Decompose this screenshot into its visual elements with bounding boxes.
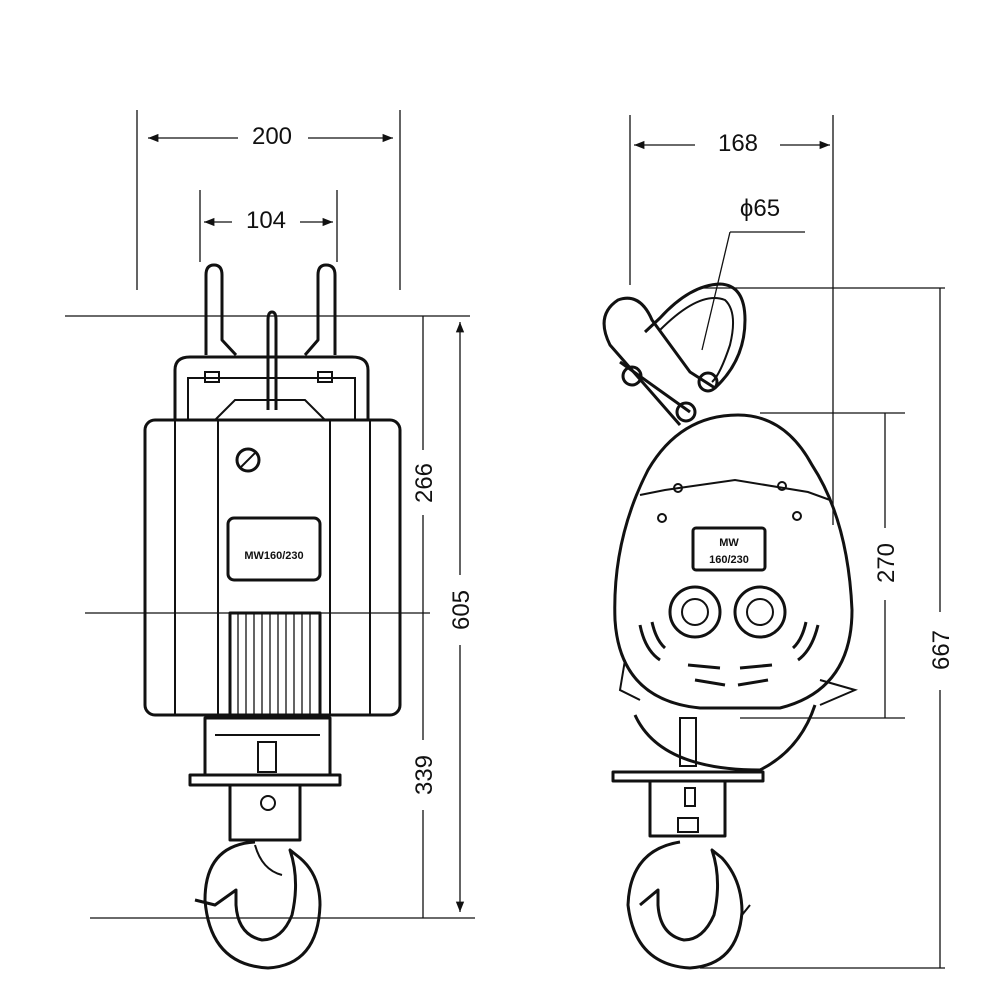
dimension-605: 605 (448, 322, 475, 912)
nameplate-side-line1: MW (719, 537, 739, 549)
dimension-266: 266 (411, 316, 438, 613)
front-hook (194, 840, 322, 970)
nameplate-text: MW160/230 (244, 550, 303, 562)
dim-label-270: 270 (873, 543, 900, 583)
dim-label-339: 339 (411, 755, 438, 795)
dimension-phi65: ϕ65 (701, 195, 805, 351)
dim-label-168: 168 (718, 130, 758, 157)
nameplate-side (691, 526, 767, 572)
hoist-body-side (613, 413, 854, 710)
dim-label-605: 605 (448, 590, 475, 630)
dim-label-266: 266 (411, 463, 438, 503)
dimension-270: 270 (873, 413, 900, 718)
carabiner-hook (602, 282, 747, 426)
dim-label-667: 667 (928, 630, 955, 670)
nameplate-side-line2: 160/230 (709, 554, 749, 566)
dimension-104: 104 (203, 207, 333, 234)
side-view: 168 ϕ65 270 667 MW 160/230 (602, 115, 955, 970)
dimension-339: 339 (411, 613, 438, 918)
side-hook (626, 840, 744, 970)
dimension-200: 200 (147, 123, 393, 150)
nameplate (226, 516, 322, 582)
dim-label-200: 200 (252, 123, 292, 150)
cable-drum (228, 611, 322, 717)
dim-label-phi65: ϕ65 (740, 195, 780, 222)
dimension-168: 168 (634, 130, 830, 157)
dim-label-104: 104 (246, 207, 286, 234)
dimension-667: 667 (928, 288, 955, 968)
motor-housing (143, 418, 402, 717)
front-view: 200 104 266 339 605 (65, 110, 475, 970)
